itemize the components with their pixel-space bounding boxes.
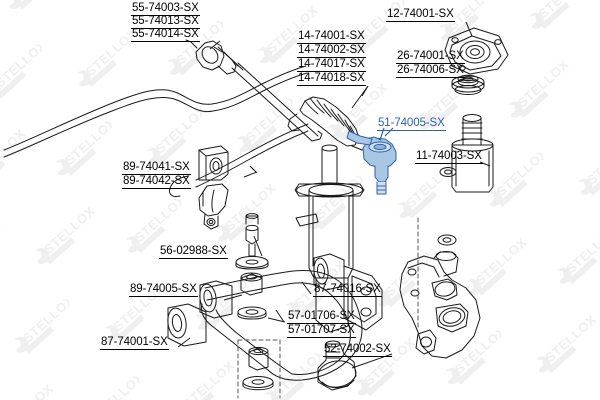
label-55-74013-sx[interactable]: 55-74013-SX bbox=[131, 15, 200, 29]
label-89-74042-sx[interactable]: 89-74042-SX bbox=[122, 175, 191, 189]
label-14-74018-sx[interactable]: 14-74018-SX bbox=[297, 72, 366, 86]
leader-26-group bbox=[457, 77, 467, 83]
strut-assembly-art bbox=[294, 144, 383, 333]
leader-87-74016 bbox=[301, 281, 312, 295]
label-26-74006-sx[interactable]: 26-74006-SX bbox=[396, 64, 465, 78]
label-87-74001-sx[interactable]: 87-74001-SX bbox=[100, 336, 169, 350]
label-26-74001-sx[interactable]: 26-74001-SX bbox=[396, 50, 465, 64]
ball-joint-washers-art bbox=[242, 346, 274, 391]
stabilizer-link-hardware-art bbox=[235, 213, 269, 320]
outer-tie-rod-end-art bbox=[346, 130, 397, 195]
stabilizer-bracket-art bbox=[198, 183, 229, 230]
label-89-74005-sx[interactable]: 89-74005-SX bbox=[129, 283, 198, 297]
label-55-74014-sx[interactable]: 55-74014-SX bbox=[131, 28, 200, 42]
leader-56-02988 bbox=[253, 235, 263, 257]
leader-89-7404x bbox=[243, 171, 258, 178]
label-55-74003-sx[interactable]: 55-74003-SX bbox=[131, 2, 200, 16]
label-57-01706-sx[interactable]: 57-01706-SX bbox=[287, 310, 356, 324]
strut-bearing-art bbox=[451, 74, 485, 95]
label-12-74001-sx[interactable]: 12-74001-SX bbox=[386, 8, 455, 22]
washer-guide-dashes bbox=[237, 339, 281, 399]
inner-tie-rod-art bbox=[185, 39, 323, 142]
leader-51-74005 bbox=[384, 127, 394, 137]
label-14-74001-sx[interactable]: 14-74001-SX bbox=[297, 30, 366, 44]
lower-ball-joint-art bbox=[317, 340, 357, 391]
steering-knuckle-art bbox=[399, 251, 481, 359]
label-56-02988-sx[interactable]: 56-02988-SX bbox=[159, 245, 228, 259]
label-87-74016-sx[interactable]: 87-74016-SX bbox=[313, 283, 382, 297]
lower-control-arm-art bbox=[167, 253, 363, 381]
leader-89-74005 bbox=[223, 294, 243, 301]
label-11-74003-sx[interactable]: 11-74003-SX bbox=[415, 150, 483, 164]
label-51-74005-sx[interactable]: 51-74005-SX bbox=[377, 117, 446, 131]
stabilizer-bar-art bbox=[3, 65, 309, 197]
strut-top-mount-art bbox=[444, 27, 509, 75]
label-57-01707-sx[interactable]: 57-01707-SX bbox=[287, 324, 356, 338]
label-14-74002-sx[interactable]: 14-74002-SX bbox=[297, 44, 366, 58]
stabilizer-bushing-art bbox=[198, 145, 229, 181]
misc-clip-art bbox=[295, 213, 319, 227]
leader-11-74003 bbox=[479, 161, 491, 167]
leader-87-74001 bbox=[177, 337, 191, 348]
label-52-74002-sx[interactable]: 52-74002-SX bbox=[323, 343, 392, 357]
label-14-74017-sx[interactable]: 14-74017-SX bbox=[297, 58, 366, 72]
small-ring-art bbox=[437, 167, 457, 246]
leader-57-group bbox=[267, 317, 286, 323]
label-89-74041-sx[interactable]: 89-74041-SX bbox=[122, 161, 191, 175]
leader-55-group bbox=[209, 40, 221, 50]
leader-12-74001 bbox=[465, 21, 473, 37]
bump-stop-dust-boot-art bbox=[451, 114, 494, 193]
